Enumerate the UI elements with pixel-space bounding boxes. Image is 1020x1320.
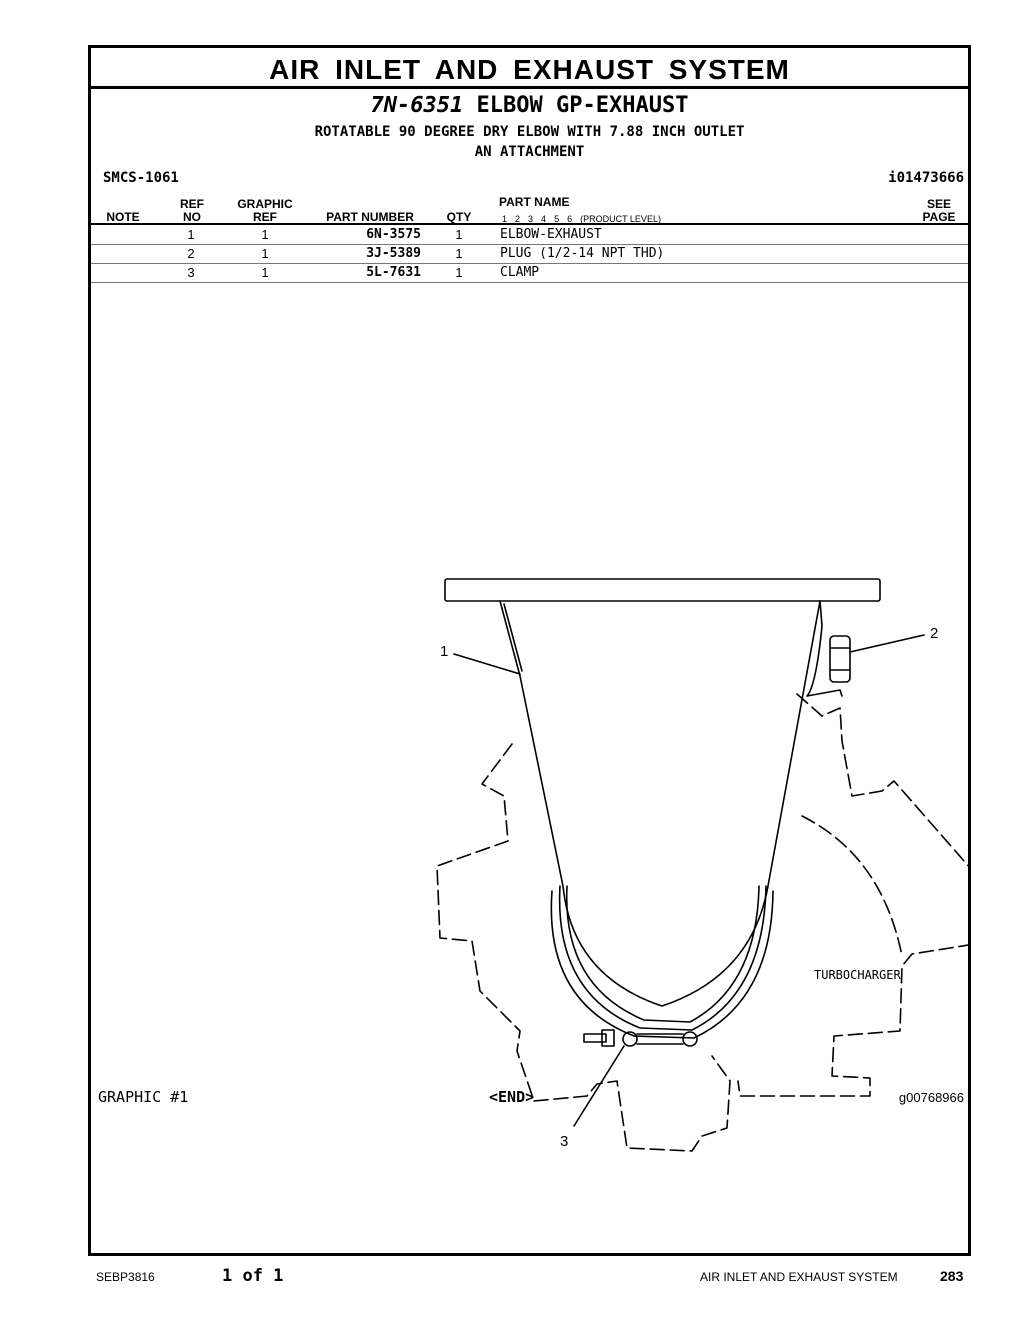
graphic-label: GRAPHIC #1 bbox=[98, 1088, 189, 1106]
part-name: PLUG (1/2-14 NPT THD) bbox=[500, 246, 665, 261]
part-number: 5L-7631 bbox=[366, 265, 421, 280]
group-description-line2: AN ATTACHMENT bbox=[474, 144, 585, 160]
turbocharger-outline-left bbox=[436, 743, 731, 1152]
header-rule bbox=[91, 223, 968, 225]
quantity: 1 bbox=[455, 246, 463, 261]
smcs-code: SMCS-1061 bbox=[103, 170, 179, 186]
leader-line-1 bbox=[453, 653, 521, 675]
turbocharger-scroll bbox=[801, 815, 903, 957]
graphic-number: g00768966 bbox=[898, 1090, 964, 1105]
ref-no: 2 bbox=[187, 246, 195, 261]
callout-3: 3 bbox=[560, 1133, 568, 1150]
title-rule bbox=[91, 86, 968, 89]
ref-no: 3 bbox=[187, 265, 195, 280]
turbocharger-label: TURBOCHARGER bbox=[814, 968, 901, 982]
col-note: NOTE bbox=[106, 210, 140, 224]
clamp-band-inner bbox=[558, 885, 767, 1031]
table-row: 2 1 3J-5389 1 PLUG (1/2-14 NPT THD) bbox=[91, 245, 968, 263]
elbow-flange bbox=[444, 578, 881, 602]
table-row: 1 1 6N-3575 1 ELBOW-EXHAUST bbox=[91, 226, 968, 244]
col-part-number: PART NUMBER bbox=[326, 210, 414, 224]
footer-section: AIR INLET AND EXHAUST SYSTEM bbox=[700, 1270, 898, 1284]
col-qty: QTY bbox=[446, 210, 472, 224]
clamp-eye-left bbox=[622, 1031, 638, 1047]
system-title: AIR INLET AND EXHAUST SYSTEM bbox=[269, 54, 790, 85]
product-level: 6 bbox=[567, 214, 573, 224]
part-name: ELBOW-EXHAUST bbox=[500, 227, 602, 242]
clamp-bolt bbox=[583, 1033, 607, 1043]
row-divider bbox=[91, 244, 968, 245]
product-level: 4 bbox=[541, 214, 547, 224]
product-level: 2 bbox=[515, 214, 521, 224]
product-level: 5 bbox=[554, 214, 560, 224]
col-ref-top: REF bbox=[180, 197, 204, 211]
elbow-inner-edge bbox=[503, 603, 523, 672]
product-level: 3 bbox=[528, 214, 534, 224]
row-divider bbox=[91, 263, 968, 264]
clamp-eye-right bbox=[682, 1031, 698, 1047]
leader-line-3 bbox=[573, 1045, 625, 1127]
leader-line-2 bbox=[849, 634, 925, 653]
end-marker: <END> bbox=[489, 1088, 535, 1106]
footer-page-number: 283 bbox=[940, 1268, 964, 1284]
group-number: 7N-6351 bbox=[370, 93, 464, 118]
col-ref-bottom: NO bbox=[183, 210, 201, 224]
callout-2: 2 bbox=[930, 625, 938, 642]
quantity: 1 bbox=[455, 227, 463, 242]
turbocharger-outline-right bbox=[737, 693, 968, 1097]
plug bbox=[829, 635, 851, 683]
col-part-name: PART NAME bbox=[499, 195, 570, 209]
document-ident: i01473666 bbox=[888, 170, 964, 186]
callout-1: 1 bbox=[440, 643, 448, 660]
elbow-body bbox=[499, 600, 821, 1007]
part-number: 6N-3575 bbox=[366, 227, 421, 242]
clamp-nut bbox=[601, 1029, 615, 1047]
graphic-ref: 1 bbox=[261, 227, 269, 242]
group-description-line1: ROTATABLE 90 DEGREE DRY ELBOW WITH 7.88 … bbox=[314, 124, 745, 140]
elbow-boss bbox=[806, 600, 843, 697]
col-see-top: SEE bbox=[926, 197, 951, 211]
col-graphic-bottom: REF bbox=[253, 210, 277, 224]
clamp-band-mid bbox=[565, 885, 760, 1023]
col-graphic-top: GRAPHIC bbox=[237, 197, 293, 211]
graphic-ref: 1 bbox=[261, 246, 269, 261]
col-see-bottom: PAGE bbox=[922, 210, 956, 224]
footer-doc-number: SEBP3816 bbox=[96, 1270, 155, 1284]
row-divider bbox=[91, 282, 968, 283]
footer-page-of: 1 of 1 bbox=[222, 1266, 284, 1286]
parts-illustration: 1 2 3 TURBOCHARGER bbox=[436, 578, 968, 1152]
product-level-label: (PRODUCT LEVEL) bbox=[580, 214, 661, 224]
group-name: ELBOW GP-EXHAUST bbox=[476, 93, 689, 118]
page-frame: AIR INLET AND EXHAUST SYSTEM 7N-6351 ELB… bbox=[88, 45, 971, 1256]
group-title: 7N-6351 ELBOW GP-EXHAUST bbox=[91, 92, 968, 120]
part-name: CLAMP bbox=[500, 265, 540, 280]
ref-no: 1 bbox=[187, 227, 195, 242]
product-level: 1 bbox=[502, 214, 508, 224]
graphic-ref: 1 bbox=[261, 265, 269, 280]
clamp-band-outer bbox=[550, 890, 774, 1039]
part-number: 3J-5389 bbox=[366, 246, 421, 261]
table-row: 3 1 5L-7631 1 CLAMP bbox=[91, 264, 968, 282]
quantity: 1 bbox=[455, 265, 463, 280]
